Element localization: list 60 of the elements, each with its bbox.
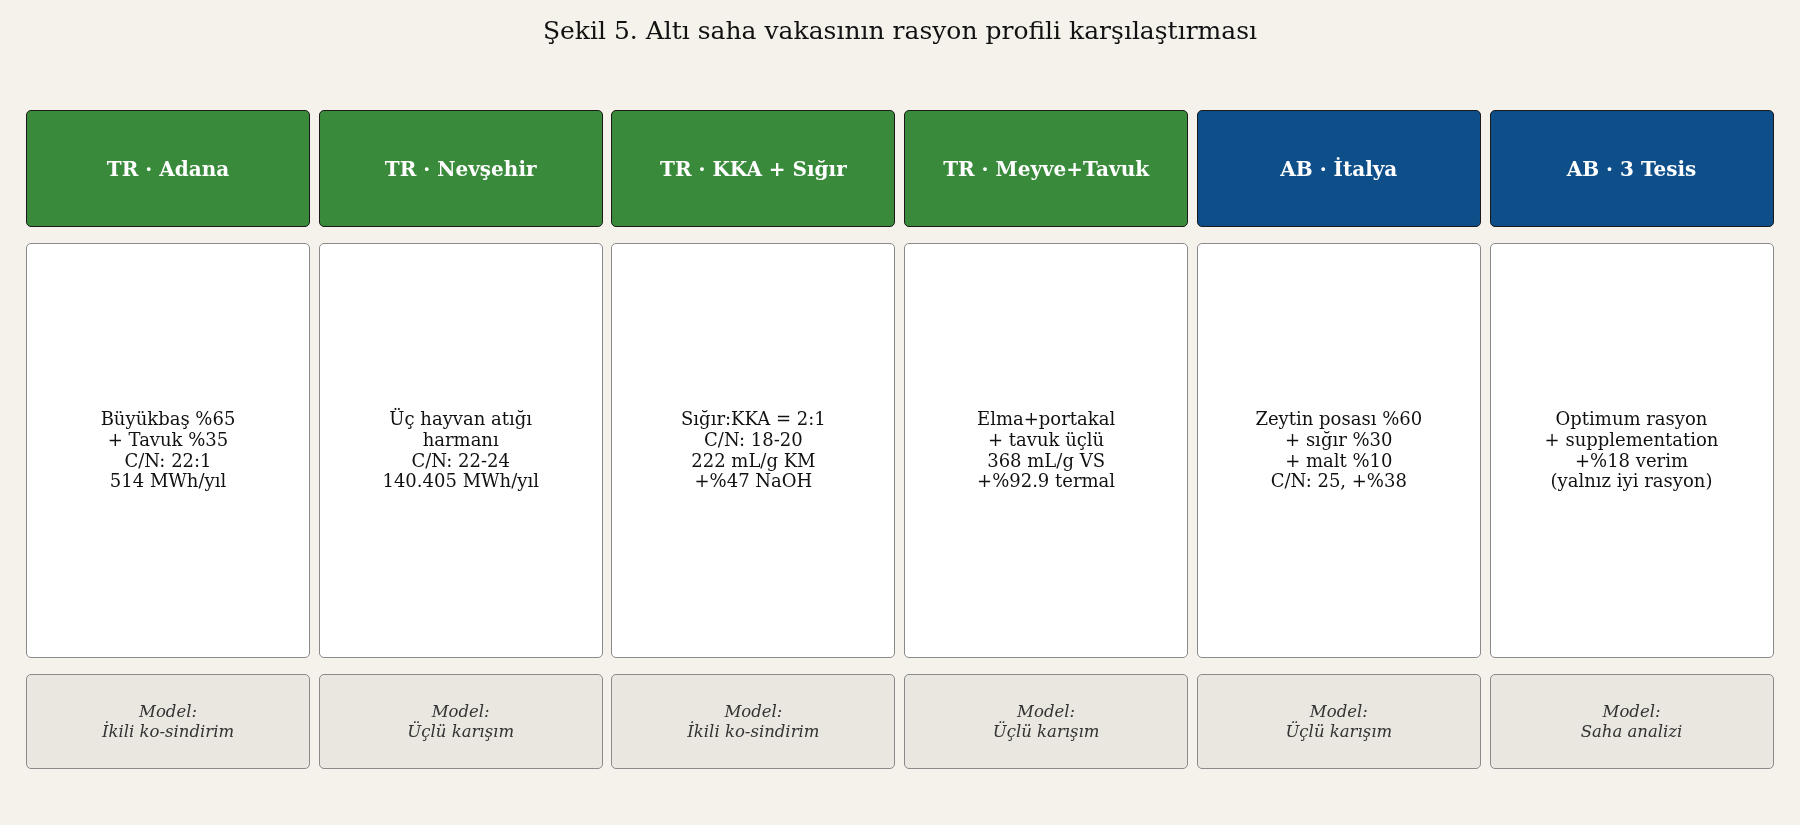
ration-detail: C/N: 22:1 [124, 450, 212, 472]
model-card [318, 674, 603, 769]
ration-detail: (yalnız iyi rasyon) [1550, 471, 1713, 492]
model-text: Model: [1602, 701, 1661, 722]
site-name: AB · 3 Tesis [1566, 156, 1697, 181]
ration-detail: + Tavuk %35 [107, 429, 229, 451]
model-card [611, 674, 896, 769]
ration-detail: 222 mL/g KM [691, 450, 816, 472]
model-text: Model: [431, 701, 490, 721]
ration-detail: 368 mL/g VS [987, 450, 1105, 472]
site-name: TR · KKA + Sığır [660, 156, 847, 181]
ration-detail: + tavuk üçlü [988, 429, 1105, 451]
ration-detail: Sığır:KKA = 2:1 [681, 409, 826, 430]
model-card [26, 674, 310, 769]
model-text: Model: [1309, 701, 1368, 721]
model-card [904, 674, 1189, 769]
ration-detail: 140.405 MWh/yıl [382, 471, 539, 492]
ration-detail: +%18 verim [1574, 450, 1689, 472]
site-header [1196, 110, 1481, 227]
model-text: İkili ko-sindirim [687, 721, 820, 742]
model-text: Üçlü karışım [407, 721, 515, 742]
ration-card [904, 243, 1189, 658]
ration-card [611, 243, 896, 658]
ration-card [1196, 243, 1481, 658]
ration-detail: + sığır %30 [1285, 429, 1393, 451]
ration-detail: +%47 NaOH [694, 471, 813, 492]
figure-title: Şekil 5. Altı saha vakasının rasyon profili karşılaştırması [542, 16, 1258, 45]
model-text: Model: [724, 701, 783, 722]
ration-detail: Optimum rasyon [1555, 409, 1708, 430]
site-name: TR · Meyve+Tavuk [943, 156, 1150, 181]
site-header [26, 110, 310, 227]
ration-detail: Zeytin posası %60 [1255, 409, 1423, 430]
model-text: Üçlü karışım [992, 721, 1100, 742]
ration-detail: + malt %10 [1285, 450, 1393, 472]
model-card [1489, 674, 1774, 769]
model-text: Model: [1017, 701, 1076, 721]
ration-detail: Elma+portakal [977, 409, 1116, 430]
model-text: İkili ko-sindirim [101, 721, 235, 742]
ration-detail: Büyükbaş %65 [100, 409, 236, 430]
ration-detail: C/N: 18-20 [704, 429, 803, 451]
model-card [1196, 674, 1481, 769]
ration-card [318, 243, 603, 658]
ration-detail: + supplementation [1544, 429, 1719, 451]
model-text: Saha analizi [1580, 721, 1683, 742]
ration-detail: +%92.9 termal [977, 471, 1116, 492]
site-name: TR · Adana [106, 156, 230, 181]
ration-detail: C/N: 25, +%38 [1270, 471, 1407, 492]
site-name: TR · Nevşehir [384, 156, 537, 181]
site-header [611, 110, 896, 227]
site-header [904, 110, 1189, 227]
ration-detail: Üç hayvan atığı harmanı [388, 409, 534, 451]
ration-detail: C/N: 22-24 [411, 450, 510, 472]
ration-card [26, 243, 310, 658]
ration-card [1489, 243, 1774, 658]
site-name: AB · İtalya [1280, 156, 1398, 181]
model-text: Model: [139, 701, 197, 722]
model-text: Üçlü karışım [1285, 721, 1393, 742]
site-header [318, 110, 603, 227]
ration-detail: 514 MWh/yıl [109, 471, 227, 492]
site-header [1489, 110, 1774, 227]
